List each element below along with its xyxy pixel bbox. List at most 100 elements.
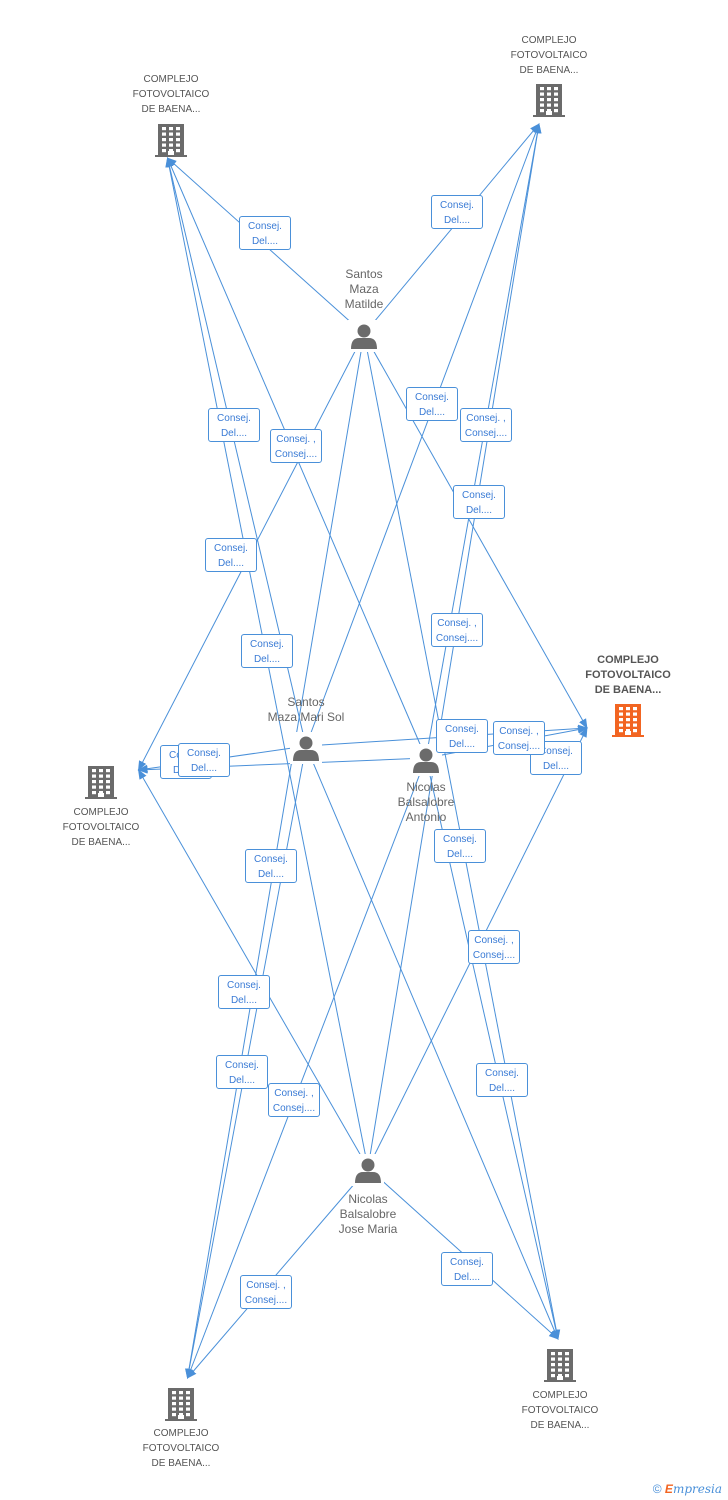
relation-label-text: Del.... (253, 654, 281, 665)
person-label-line: Nicolas (406, 780, 446, 794)
edge-line (186, 1167, 369, 1379)
company-label-line: FOTOVOLTAICO (521, 1405, 599, 1416)
company-label-line: DE BAENA... (519, 65, 579, 76)
person-label-line: Antonio (405, 810, 447, 824)
building-icon[interactable] (165, 1388, 197, 1421)
building-icon[interactable] (544, 1349, 576, 1382)
company-label-line: FOTOVOLTAICO (510, 50, 588, 61)
relation-label-consej-del[interactable]: Consej.Del.... (245, 849, 297, 883)
relation-label-text: Consej. (462, 490, 496, 501)
relation-label-text: Del.... (190, 763, 218, 774)
relation-label-consej-del[interactable]: Consej. Del.... (431, 195, 483, 229)
person-label-line: Maza Mari Sol (267, 710, 345, 724)
building-icon[interactable] (85, 766, 117, 799)
relation-label-consej-del[interactable]: Consej. Del.... (205, 538, 257, 572)
relation-label-text: Consej. (450, 1257, 484, 1268)
relation-label-consej-del[interactable]: Consej. Del.... (434, 829, 486, 863)
relation-label-consej-del[interactable]: Consej.Del.... (436, 719, 488, 753)
relation-label-text: Consej. (248, 221, 282, 232)
relation-label-text: Consej.... (435, 633, 479, 644)
relation-label-consej-consej[interactable]: Consej. ,Consej.... (460, 408, 512, 442)
relation-label-consej-del[interactable]: Consej. Del.... (476, 1063, 528, 1097)
company-label-line: FOTOVOLTAICO (132, 89, 210, 100)
company-label-line: COMPLEJO (532, 1390, 588, 1401)
relation-label-text: Consej. , (276, 434, 316, 445)
relation-label-text: Del.... (443, 215, 471, 226)
relation-label-text: Del.... (465, 505, 493, 516)
company-label-line: FOTOVOLTAICO (142, 1443, 220, 1454)
relation-label-consej-del[interactable]: Consej.Del.... (208, 408, 260, 442)
person-icon[interactable] (290, 732, 322, 764)
relation-label-text: Del.... (446, 849, 474, 860)
relation-label-consej-consej[interactable]: Consej. , Consej.... (270, 429, 322, 463)
edge-line (138, 769, 369, 1169)
person-icon[interactable] (348, 320, 380, 352)
focus-company-label-line: COMPLEJO (597, 654, 659, 666)
relation-label-text: Consej. , (474, 935, 514, 946)
relation-label-text: Consej. (485, 1068, 519, 1079)
relation-label-text: Del.... (488, 1083, 516, 1094)
relation-label-consej-del[interactable]: Consej. Del.... (178, 743, 230, 777)
relation-label-text: Consej. (443, 834, 477, 845)
relation-label-text: Consej.... (272, 1103, 316, 1114)
relation-label-text: Consej. (187, 748, 221, 759)
relation-label-text: Consej. (225, 1060, 259, 1071)
person-icon[interactable] (352, 1154, 384, 1186)
company-label[interactable]: COMPLEJO FOTOVOLTAICO DE BAENA... (121, 1426, 241, 1471)
relation-label-text: Consej. (214, 543, 248, 554)
relation-label-consej-consej[interactable]: Consej. ,Consej.... (268, 1083, 320, 1117)
relation-label-text: Del.... (217, 558, 245, 569)
building-icon[interactable] (612, 704, 644, 737)
relation-label-text: Consej. (254, 854, 288, 865)
relation-label-text: Consej.... (274, 449, 318, 460)
focus-company-label-line: DE BAENA... (594, 684, 662, 696)
company-label-line: FOTOVOLTAICO (62, 822, 140, 833)
building-icon[interactable] (533, 84, 565, 117)
edge-line (305, 123, 540, 747)
relation-label-text: Del.... (448, 739, 476, 750)
relation-label-consej-del[interactable]: Consej.Del.... (406, 387, 458, 421)
relation-label-consej-del[interactable]: Consej. Del.... (239, 216, 291, 250)
person-label-line: Santos (287, 695, 325, 709)
relation-label-text: Consej. , (437, 618, 477, 629)
company-label-line: COMPLEJO (73, 807, 129, 818)
relation-label-text: Consej.... (497, 741, 541, 752)
person-label-line: Santos (345, 267, 383, 281)
company-label-line: DE BAENA... (151, 1458, 211, 1469)
relation-label-consej-del[interactable]: Consej.Del.... (216, 1055, 268, 1089)
brand-name: mpresia (672, 1482, 722, 1496)
relation-label-text: Del.... (220, 428, 248, 439)
building-icon[interactable] (155, 124, 187, 157)
person-label-line: Maza (349, 282, 379, 296)
edge-line (363, 333, 588, 729)
relation-label-text: Consej. (440, 200, 474, 211)
edge-line (363, 123, 540, 335)
relation-label-consej-consej[interactable]: Consej. ,Consej.... (240, 1275, 292, 1309)
relation-label-consej-del[interactable]: Consej. Del.... (453, 485, 505, 519)
company-label[interactable]: COMPLEJO FOTOVOLTAICO DE BAENA... (41, 805, 161, 850)
person-label-line: Balsalobre (397, 795, 455, 809)
brand-logo-e: E (664, 1482, 673, 1496)
company-label-line: DE BAENA... (71, 837, 131, 848)
relation-label-consej-del[interactable]: Consej.Del.... (218, 975, 270, 1009)
company-label-line: COMPLEJO (153, 1428, 209, 1439)
relation-label-text: Del.... (542, 761, 570, 772)
relation-label-consej-del[interactable]: Consej. Del.... (441, 1252, 493, 1286)
relation-label-text: Consej. (227, 980, 261, 991)
relation-label-consej-del[interactable]: Consej.Del.... (241, 634, 293, 668)
relation-label-text: Del.... (251, 236, 279, 247)
relation-label-consej-consej[interactable]: Consej. ,Consej.... (493, 721, 545, 755)
person-label-line: Matilde (344, 297, 384, 311)
relation-label-consej-consej[interactable]: Consej. , Consej.... (431, 613, 483, 647)
relation-label-text: Del.... (453, 1272, 481, 1283)
relation-label-consej-consej[interactable]: Consej. ,Consej.... (468, 930, 520, 964)
